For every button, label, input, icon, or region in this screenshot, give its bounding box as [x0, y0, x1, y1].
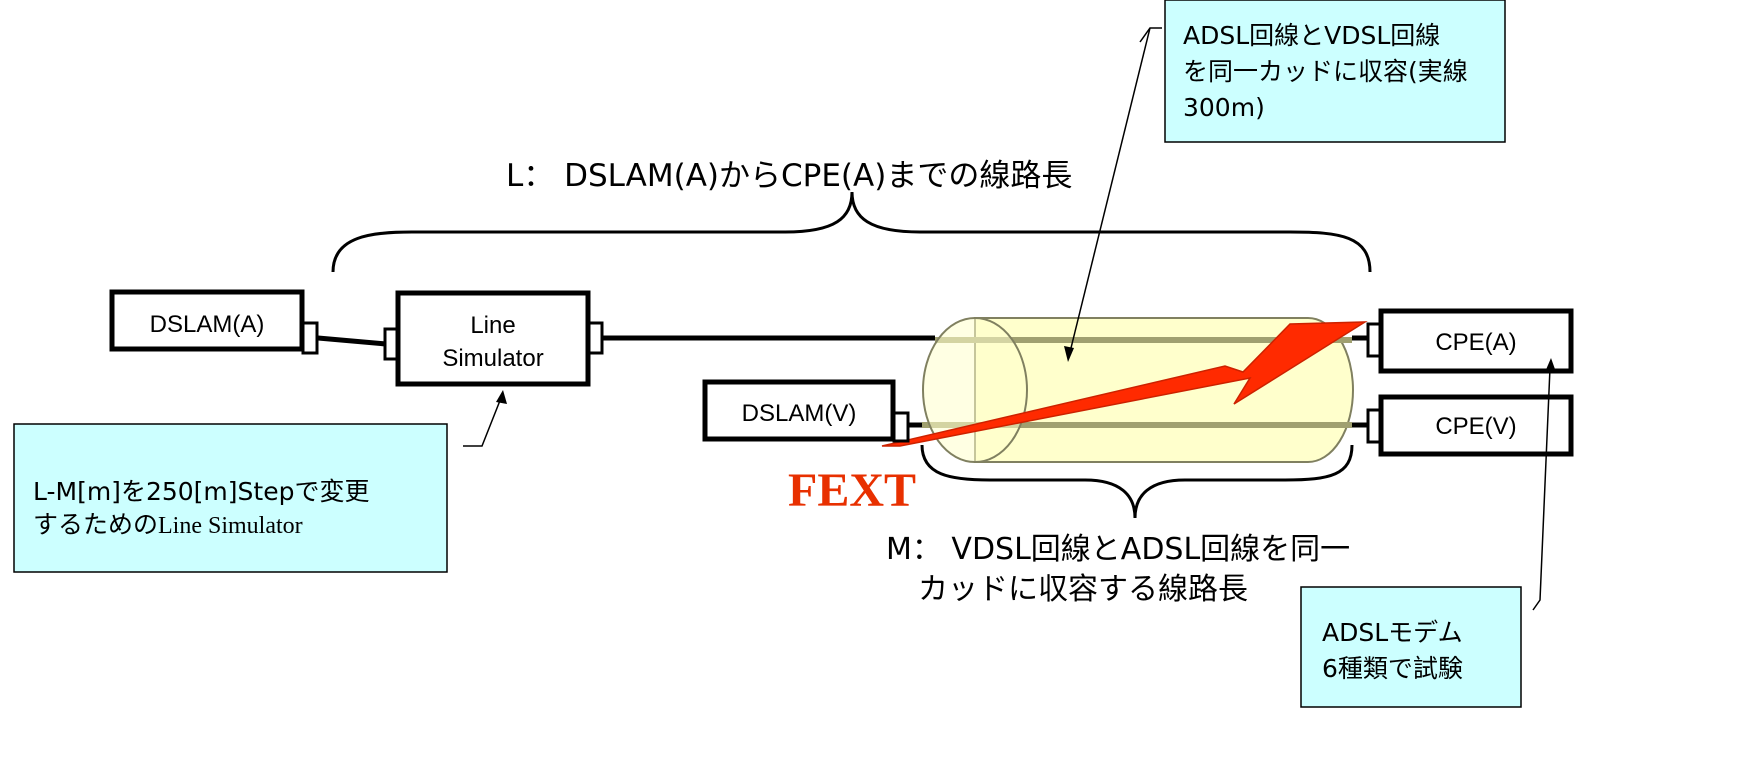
callout-modem-box	[1300, 586, 1522, 708]
callout-same-quad-line3: 300m)	[1183, 93, 1265, 122]
dslam-v-box	[702, 379, 896, 442]
line-simulator-port-out	[587, 321, 604, 355]
line-simulator-label-2: Simulator	[442, 345, 543, 372]
callout-simulator-leader	[463, 397, 502, 447]
callout-modem-arrowhead	[1545, 358, 1556, 372]
callout-same-quad-arrow-line	[1069, 27, 1151, 353]
brace-l	[331, 191, 1372, 273]
callout-simulator-line1: L-M[m]を250[m]Stepで変更	[33, 477, 369, 506]
dslam-a-box	[109, 289, 305, 352]
m-length-label-line1: M： VDSL回線とADSL回線を同一	[886, 532, 1350, 567]
dslam-v-label: DSLAM(V)	[742, 400, 857, 427]
callout-same-quad-line1: ADSL回線とVDSL回線	[1183, 21, 1440, 50]
dslam-v-port	[892, 411, 910, 443]
fext-arrow	[881, 321, 1368, 447]
cpe-v-box	[1378, 394, 1574, 457]
callout-same-quad-leader	[1139, 27, 1162, 43]
line-simulator-label-1: Line	[470, 312, 515, 339]
fext-label: FEXT	[788, 464, 916, 517]
m-length-label-line2: カッドに収容する線路長	[918, 572, 1248, 607]
dslam-a-port	[301, 321, 319, 355]
callout-simulator-line2a: するための	[33, 510, 158, 539]
callout-modem-line2: 6種類で試験	[1322, 654, 1463, 683]
callout-simulator-line2b: Line Simulator	[158, 513, 303, 539]
brace-m	[920, 444, 1354, 519]
callout-same-quad-line2: を同一カッドに収容(実線	[1183, 57, 1468, 86]
callout-same-quad-box	[1164, 0, 1506, 143]
line-dslam-a-to-simulator	[317, 335, 387, 347]
cpe-a-label: CPE(A)	[1435, 329, 1516, 356]
cpe-a-box	[1378, 308, 1574, 374]
cpe-v-label: CPE(V)	[1435, 413, 1516, 440]
dslam-a-label: DSLAM(A)	[150, 311, 265, 338]
callout-simulator-arrowhead	[496, 390, 507, 404]
callout-same-quad-arrowhead	[1064, 346, 1074, 362]
l-length-label: L： DSLAM(A)からCPE(A)までの線路長	[506, 158, 1072, 194]
cable-front-end	[922, 317, 1028, 463]
callout-simulator-box	[13, 423, 448, 573]
callout-modem-line1: ADSLモデム	[1322, 618, 1463, 647]
callout-simulator-line2: するためのLine Simulator	[33, 510, 303, 539]
callout-modem-leader	[1532, 367, 1551, 611]
